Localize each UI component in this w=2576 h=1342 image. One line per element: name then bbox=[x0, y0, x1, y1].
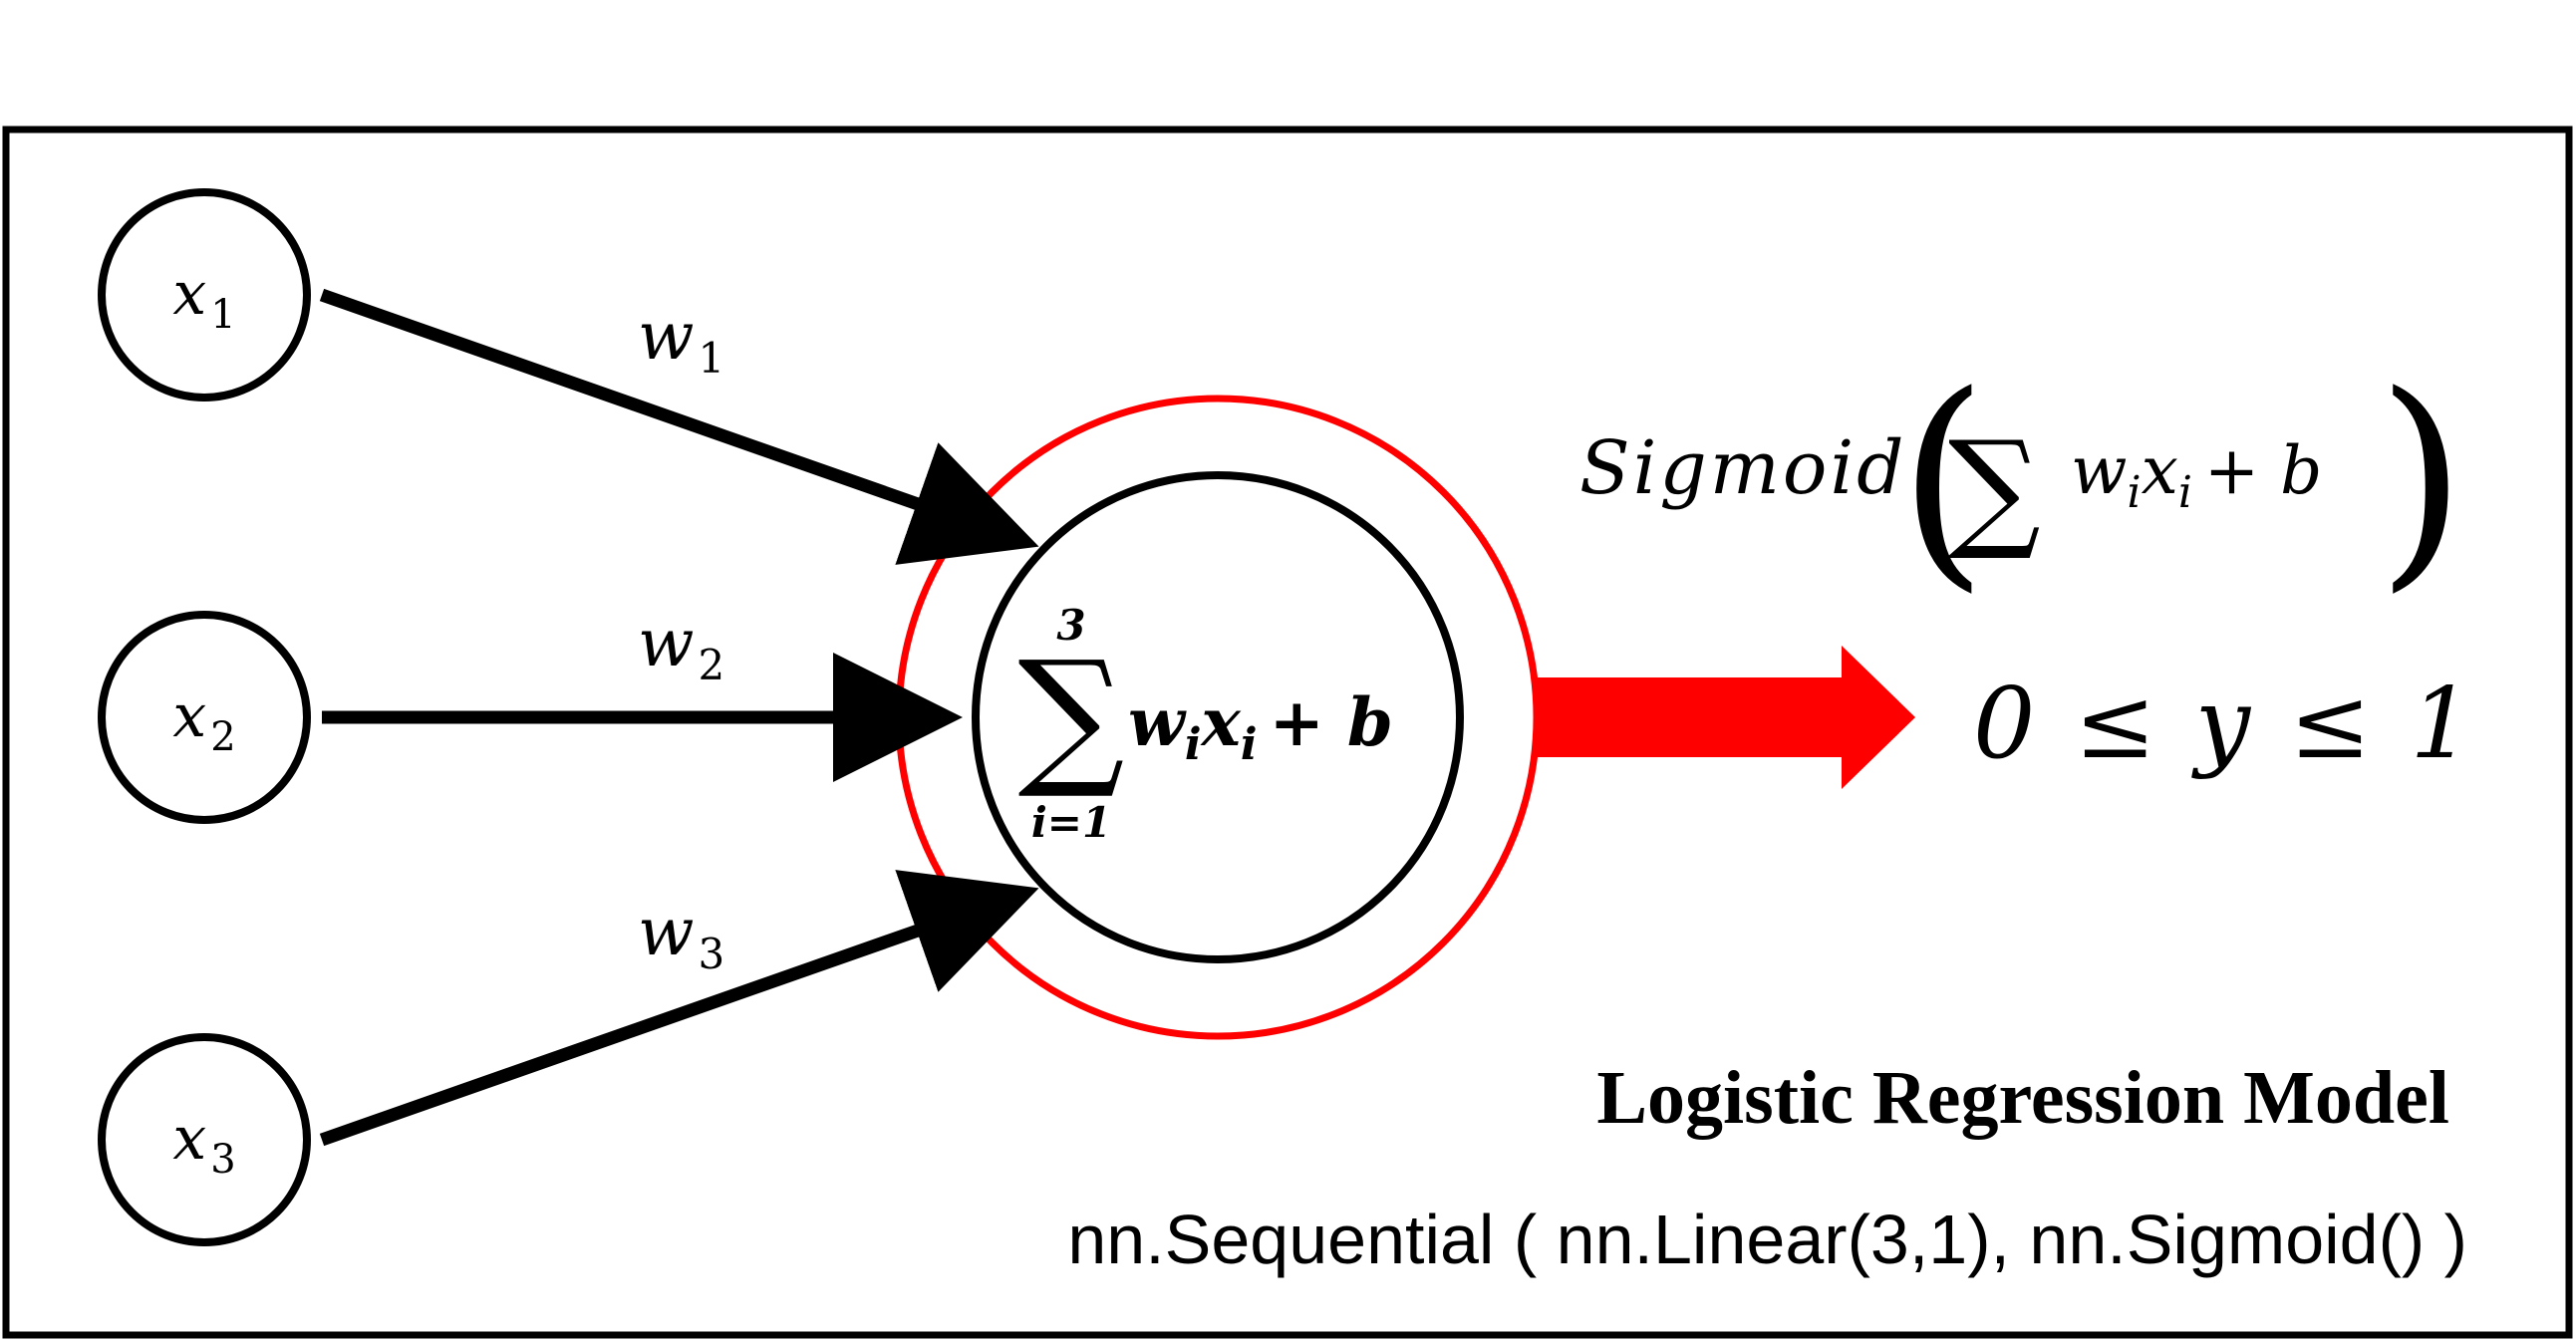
sigmoid-sum-symbol: ∑ bbox=[1948, 412, 2041, 564]
input-sub: 1 bbox=[210, 292, 235, 338]
model-title: Logistic Regression Model bbox=[1596, 1056, 2449, 1140]
sum-symbol: ∑ bbox=[1017, 630, 1124, 803]
input-var: x bbox=[172, 681, 206, 751]
weight-label-w3: w3 bbox=[638, 894, 724, 978]
input-sub: 2 bbox=[210, 714, 235, 760]
output-range: 0 ≤ y ≤ 1 bbox=[1973, 668, 2476, 781]
sigmoid-lparen: ( bbox=[1898, 347, 1988, 613]
svg-text:x2: x2 bbox=[172, 681, 235, 760]
connection-x3 bbox=[319, 870, 1039, 1147]
svg-text:x1: x1 bbox=[172, 259, 235, 338]
sum-lower-limit: i=1 bbox=[1031, 798, 1111, 847]
diagram-frame bbox=[2, 126, 2573, 1339]
sigmoid-name: Sigmoid bbox=[1579, 425, 1907, 511]
weight-label-w2: w2 bbox=[638, 605, 724, 689]
input-var: x bbox=[172, 259, 206, 329]
input-var: x bbox=[172, 1104, 206, 1174]
connection-x1 bbox=[319, 288, 1039, 565]
weight-label-w1: w1 bbox=[638, 298, 724, 383]
model-code: nn.Sequential ( nn.Linear(3,1), nn.Sigmo… bbox=[1067, 1201, 2467, 1278]
sigmoid-formula: Sigmoid ( ∑ wixi+ b ) bbox=[1579, 347, 2466, 613]
output-arrow bbox=[1535, 646, 1915, 789]
sigmoid-expression: wixi+ b bbox=[2071, 432, 2322, 518]
neuron-expression: wixi+ b bbox=[1128, 683, 1393, 770]
sigmoid-rparen: ) bbox=[2377, 347, 2466, 613]
svg-text:x3: x3 bbox=[172, 1104, 235, 1183]
input-sub: 3 bbox=[210, 1137, 235, 1183]
neuron-node: 3 ∑ i=1 wixi+ b bbox=[972, 471, 1464, 963]
sum-upper-limit: 3 bbox=[1056, 601, 1085, 650]
